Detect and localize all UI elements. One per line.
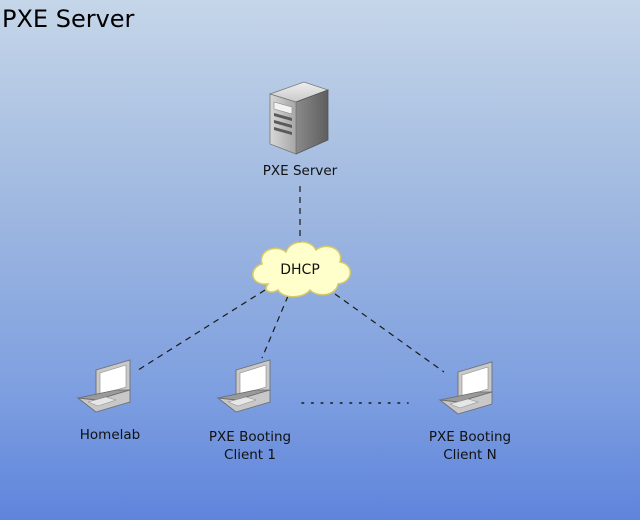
clientn-label: PXE Booting Client N [410,428,530,464]
link-dhcp-clientn [334,293,445,373]
server-label: PXE Server [262,163,338,179]
dhcp-label: DHCP [280,262,320,278]
client1-label-line2: Client 1 [224,447,276,463]
cloud-icon[interactable] [244,236,356,302]
diagram-title: PXE Server [2,5,135,33]
link-dhcp-homelab [134,289,266,373]
client1-label: PXE Booting Client 1 [190,428,310,464]
laptop-icon[interactable] [438,358,500,418]
laptop-icon[interactable] [216,356,278,416]
link-dhcp-client1 [261,295,289,359]
client1-label-line1: PXE Booting [208,429,292,445]
laptop-icon[interactable] [76,356,138,416]
clientn-label-line1: PXE Booting [428,429,512,445]
homelab-label: Homelab [79,427,141,443]
clientn-label-line2: Client N [443,447,497,463]
server-tower-icon[interactable] [262,78,334,158]
